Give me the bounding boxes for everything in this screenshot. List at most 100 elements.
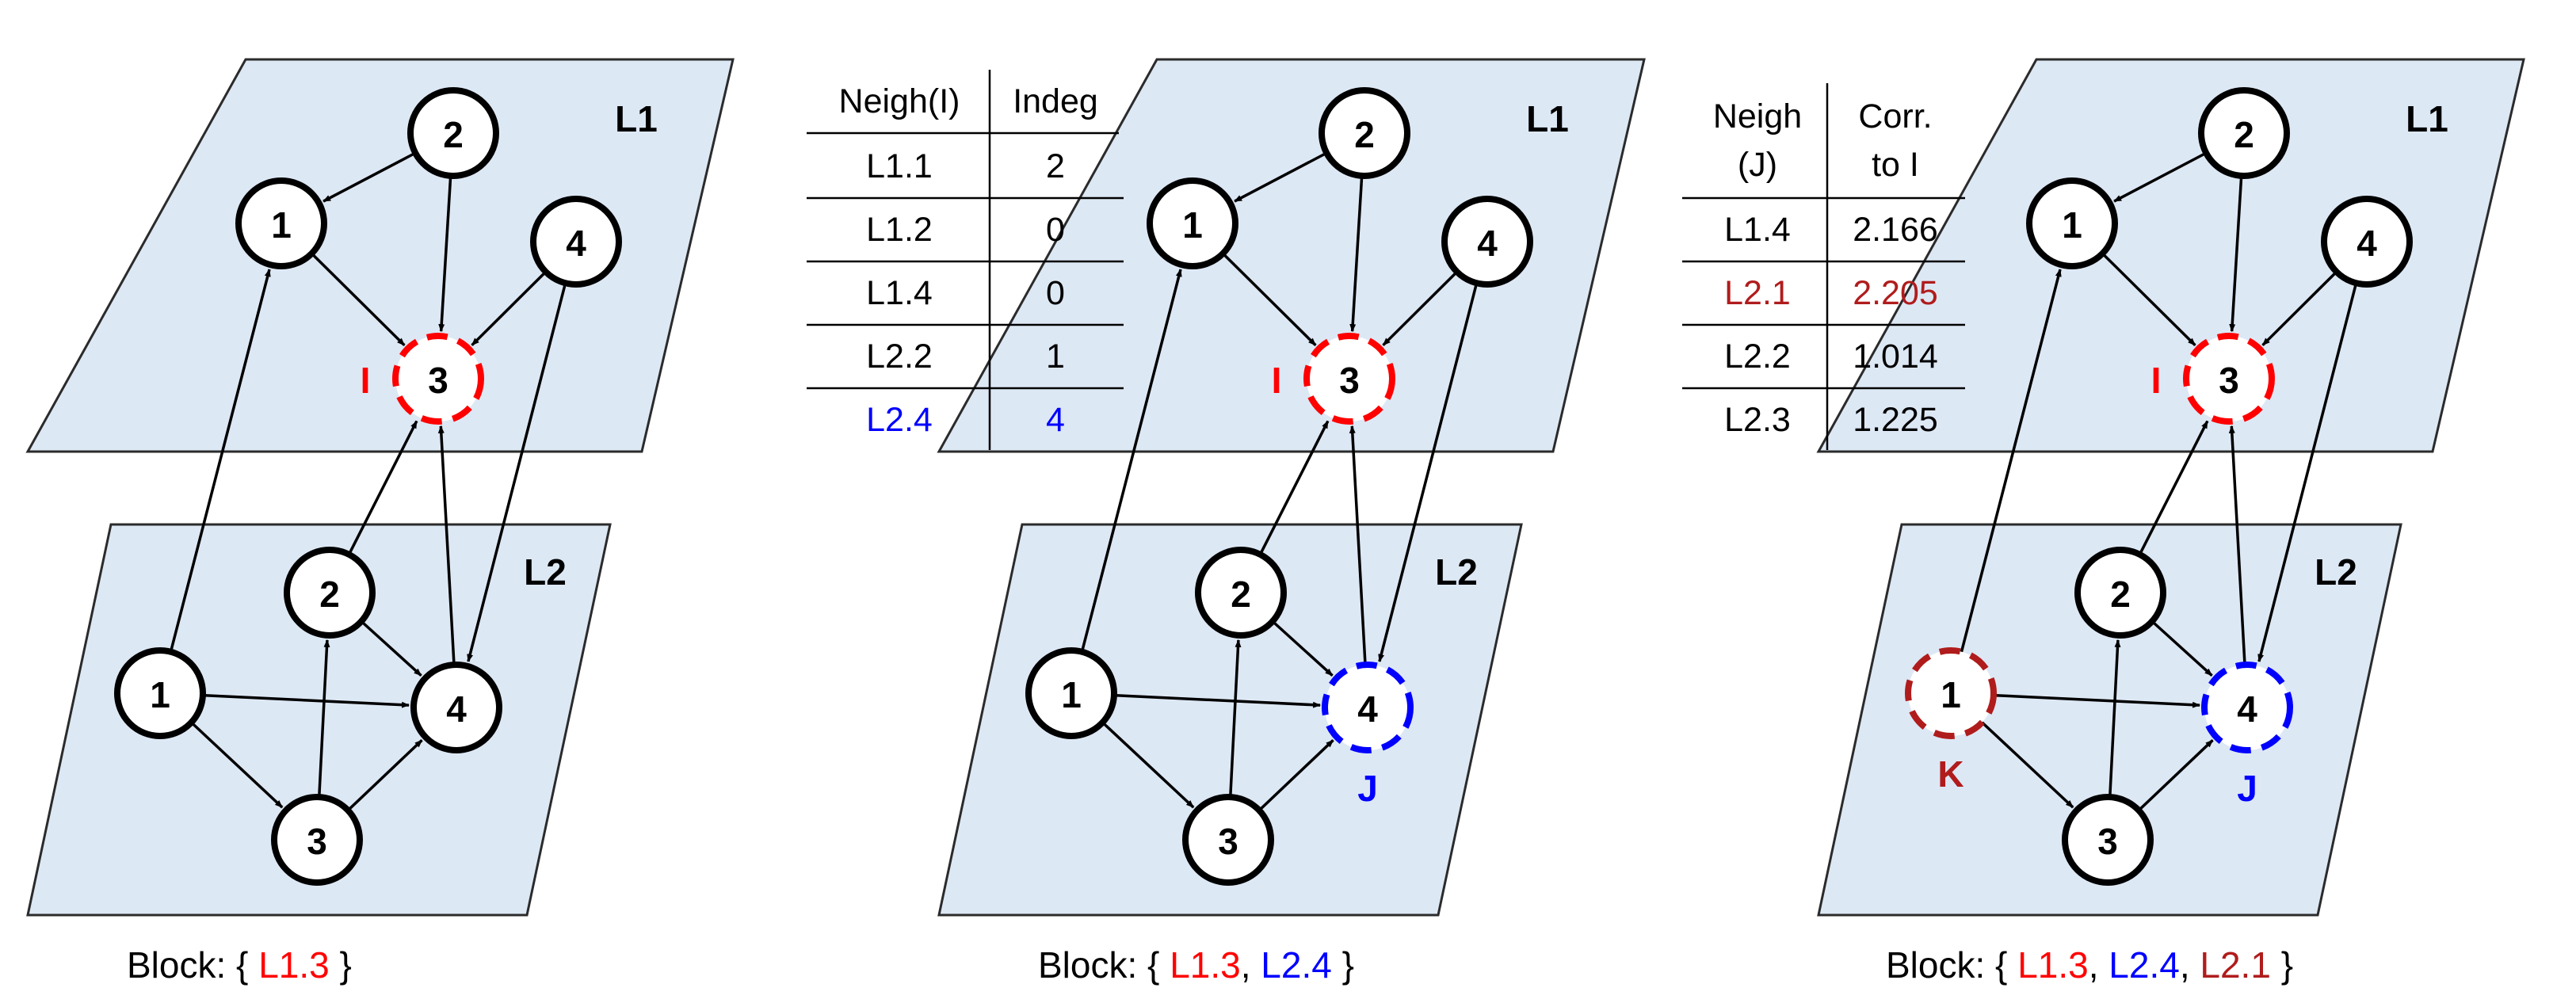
node-l2-1	[114, 647, 206, 739]
node-l1-4	[530, 196, 622, 288]
node-l2-1	[1025, 647, 1117, 739]
edge-l1-4-to-l1-3	[471, 270, 547, 346]
edge-l2-4-to-l1-3	[2228, 425, 2246, 665]
table-indegree-header-neigh: Neigh(I)	[839, 82, 960, 120]
layer-l1-plane	[1816, 58, 2525, 453]
table-indegree-header-indeg: Indeg	[1013, 82, 1098, 120]
edge-l2-2-to-l1-3	[347, 420, 418, 555]
edge-l2-1-to-l2-3	[1101, 721, 1195, 809]
node-l2-3	[271, 794, 363, 886]
table-correlation-cell-neigh: L2.3	[1724, 401, 1791, 439]
node-label-l2-1: 1	[150, 674, 170, 715]
layer-label-l2: L2	[1435, 551, 1478, 593]
node-label-l2-1: 1	[1061, 674, 1082, 715]
node-label-l2-4: 4	[2237, 688, 2257, 730]
edge-l1-2-to-l1-3	[1349, 175, 1364, 333]
edge-l2-1-to-l1-1	[169, 269, 271, 653]
table-correlation-header-to-i: to I	[1872, 146, 1919, 184]
table-indegree-cell-indeg: 1	[1046, 338, 1065, 376]
node-l1-3	[1303, 333, 1395, 425]
node-label-l2-2: 2	[2110, 574, 2131, 615]
edge-l2-3-to-l2-2	[1229, 639, 1242, 798]
table-indegree-cell-neigh: L1.2	[866, 211, 933, 249]
node-label-l2-3: 3	[1218, 821, 1238, 862]
node-l1-4	[1441, 196, 1533, 288]
block-caption-1: Block: { L1.3 }	[127, 944, 352, 986]
tag-i: I	[2151, 360, 2162, 401]
tag-i: I	[361, 360, 371, 401]
edge-l1-2-to-l1-1	[322, 151, 417, 203]
node-l1-1	[235, 177, 327, 269]
table-indegree-cell-neigh: L1.1	[866, 147, 933, 185]
node-l2-3	[1182, 794, 1274, 886]
edge-l2-3-to-l2-4	[346, 739, 423, 812]
edge-l2-2-to-l2-4	[1271, 620, 1334, 677]
edge-l1-4-to-l2-4	[2257, 282, 2358, 662]
tag-i: I	[1272, 360, 1282, 401]
node-label-l2-1: 1	[1941, 674, 1961, 715]
node-label-l1-4: 4	[2357, 223, 2377, 264]
node-l2-2	[284, 547, 376, 639]
node-label-l1-3: 3	[428, 360, 448, 401]
tag-j: J	[2237, 768, 2257, 809]
edge-l2-1-to-l2-4	[202, 693, 410, 708]
edge-l2-2-to-l2-4	[2150, 620, 2213, 677]
layer-label-l2: L2	[524, 551, 567, 593]
node-label-l2-4: 4	[1357, 688, 1378, 730]
node-l1-1	[1147, 177, 1238, 269]
node-l1-4	[2321, 196, 2413, 288]
edge-l1-1-to-l1-3	[1222, 252, 1317, 347]
layer-l1-plane	[937, 58, 1646, 453]
edge-l2-4-to-l1-3	[437, 425, 456, 665]
block-caption-3: Block: { L1.3, L2.4, L2.1 }	[1886, 944, 2293, 986]
node-label-l1-3: 3	[1339, 360, 1360, 401]
table-correlation-cell-neigh: L2.2	[1724, 338, 1791, 376]
edge-l2-2-to-l2-4	[360, 620, 422, 677]
node-label-l2-4: 4	[446, 688, 467, 730]
layer-label-l1: L1	[615, 98, 658, 139]
node-l2-4	[1322, 662, 1414, 753]
node-l1-1	[2026, 177, 2118, 269]
edge-l1-2-to-l1-3	[438, 175, 452, 333]
edge-l2-2-to-l1-3	[2138, 420, 2209, 555]
table-correlation-header-neigh: Neigh	[1713, 97, 1802, 135]
edge-l1-1-to-l1-3	[311, 252, 406, 347]
edge-l2-2-to-l1-3	[1258, 420, 1330, 555]
table-indegree-cell-neigh: L2.4	[866, 401, 933, 439]
node-l2-4	[410, 662, 502, 753]
table-correlation-cell-neigh: L2.1	[1724, 274, 1791, 312]
edge-l2-1-to-l2-3	[1981, 721, 2074, 809]
node-l2-3	[2062, 794, 2154, 886]
node-label-l2-3: 3	[2097, 821, 2118, 862]
node-label-l1-2: 2	[1354, 114, 1375, 155]
node-label-l1-3: 3	[2219, 360, 2239, 401]
node-l1-3	[2183, 333, 2275, 425]
edge-l2-1-to-l2-4	[1993, 693, 2201, 708]
node-l1-3	[392, 333, 484, 425]
node-label-l2-3: 3	[307, 821, 327, 862]
node-label-l1-4: 4	[566, 223, 586, 264]
node-label-l1-1: 1	[1182, 204, 1203, 246]
layer-l1-plane	[25, 58, 735, 453]
layer-l2-plane	[26, 523, 612, 917]
node-label-l1-4: 4	[1477, 223, 1498, 264]
node-l1-2	[2198, 87, 2290, 179]
edge-l2-1-to-l1-1	[1960, 269, 2062, 653]
node-l1-2	[1319, 87, 1410, 179]
node-label-l1-2: 2	[2234, 114, 2254, 155]
node-label-l1-1: 1	[2062, 204, 2082, 246]
node-l2-2	[1195, 547, 1287, 639]
node-l2-1	[1905, 647, 1997, 739]
table-indegree-cell-neigh: L1.4	[866, 274, 933, 312]
table-correlation-cell-corr: 1.014	[1853, 338, 1938, 376]
layer-l2-plane	[937, 523, 1523, 917]
edge-l2-3-to-l2-2	[2109, 639, 2121, 798]
edge-l2-3-to-l2-4	[1257, 739, 1334, 812]
node-label-l2-2: 2	[1231, 574, 1251, 615]
node-label-l2-2: 2	[319, 574, 340, 615]
layer-label-l1: L1	[2406, 98, 2448, 139]
